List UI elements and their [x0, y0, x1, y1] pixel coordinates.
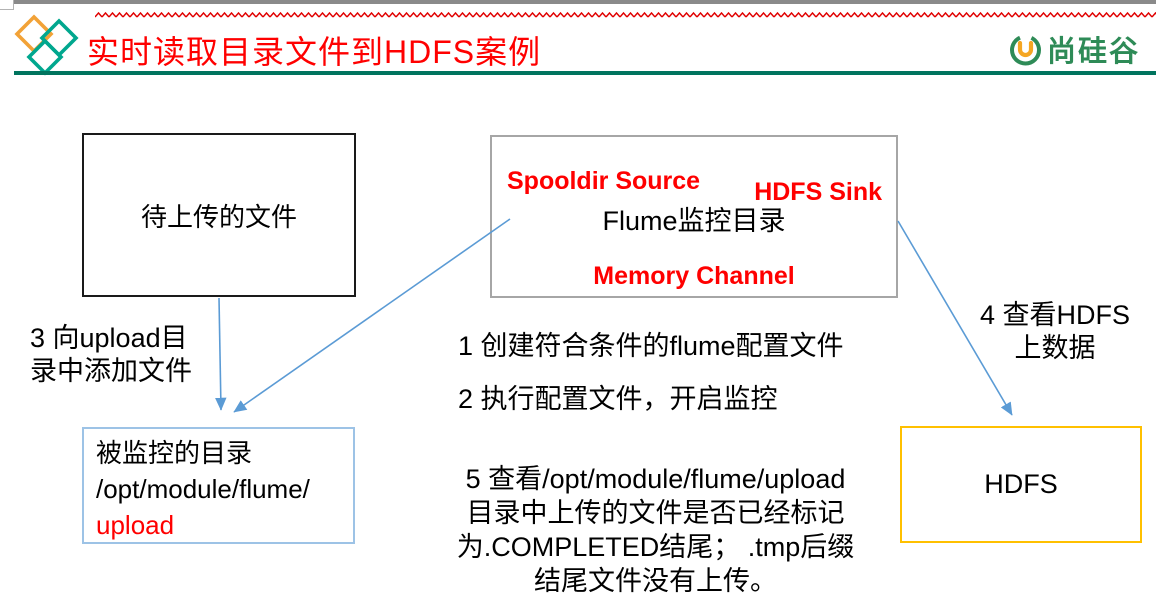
memory-channel-label: Memory Channel	[593, 262, 795, 290]
step3-line2: 录中添加文件	[30, 356, 192, 386]
step2-note: 2 执行配置文件，开启监控	[458, 384, 778, 414]
spooldir-source-label: Spooldir Source	[507, 167, 701, 195]
arrow-pending-to-monitored	[215, 297, 227, 411]
monitored-dir-upload: upload	[96, 510, 175, 540]
page-corner-vline	[13, 0, 14, 10]
flume-agent-box: Spooldir Source HDFS Sink Flume监控目录 Memo…	[490, 135, 898, 298]
monitored-dir-line1: 被监控的目录	[96, 438, 253, 468]
slide-diamonds-icon	[14, 14, 79, 76]
step3-line1: 3 向upload目	[30, 323, 188, 353]
squiggle-divider-line	[95, 11, 1156, 19]
step4-line1: 4 查看HDFS	[979, 300, 1131, 330]
step5-line1: 5 查看/opt/module/flume/upload	[465, 464, 846, 494]
flume-box-title: Flume监控目录	[602, 206, 786, 236]
window-top-edge	[13, 0, 1156, 4]
brand-logo-icon	[1009, 34, 1041, 66]
hdfs-box: HDFS	[900, 426, 1142, 543]
step3-note: 3 向upload目 录中添加文件	[30, 322, 192, 388]
step5-line4: 结尾文件没有上传。	[534, 566, 777, 596]
hdfs-label: HDFS	[984, 469, 1058, 499]
step4-line2: 上数据	[1014, 333, 1096, 363]
title-underline	[14, 71, 1156, 75]
slide-title: 实时读取目录文件到HDFS案例	[87, 34, 542, 70]
step4-note: 4 查看HDFS 上数据	[955, 299, 1155, 365]
step1-note: 1 创建符合条件的flume配置文件	[458, 331, 844, 361]
pending-files-box: 待上传的文件	[82, 133, 356, 297]
step5-line3: 为.COMPLETED结尾； .tmp后缀	[456, 532, 855, 562]
step5-line2: 目录中上传的文件是否已经标记	[466, 498, 845, 528]
monitored-dir-box: 被监控的目录 /opt/module/flume/ upload	[82, 427, 355, 544]
pending-files-label: 待上传的文件	[140, 201, 297, 232]
brand-logo-text: 尚硅谷	[1046, 36, 1140, 68]
page-corner-hline	[0, 9, 13, 10]
step5-note: 5 查看/opt/module/flume/upload 目录中上传的文件是否已…	[408, 462, 903, 598]
brand-logo: 尚硅谷	[1008, 28, 1140, 70]
monitored-dir-path: /opt/module/flume/	[96, 474, 310, 504]
hdfs-sink-label: HDFS Sink	[754, 178, 882, 206]
